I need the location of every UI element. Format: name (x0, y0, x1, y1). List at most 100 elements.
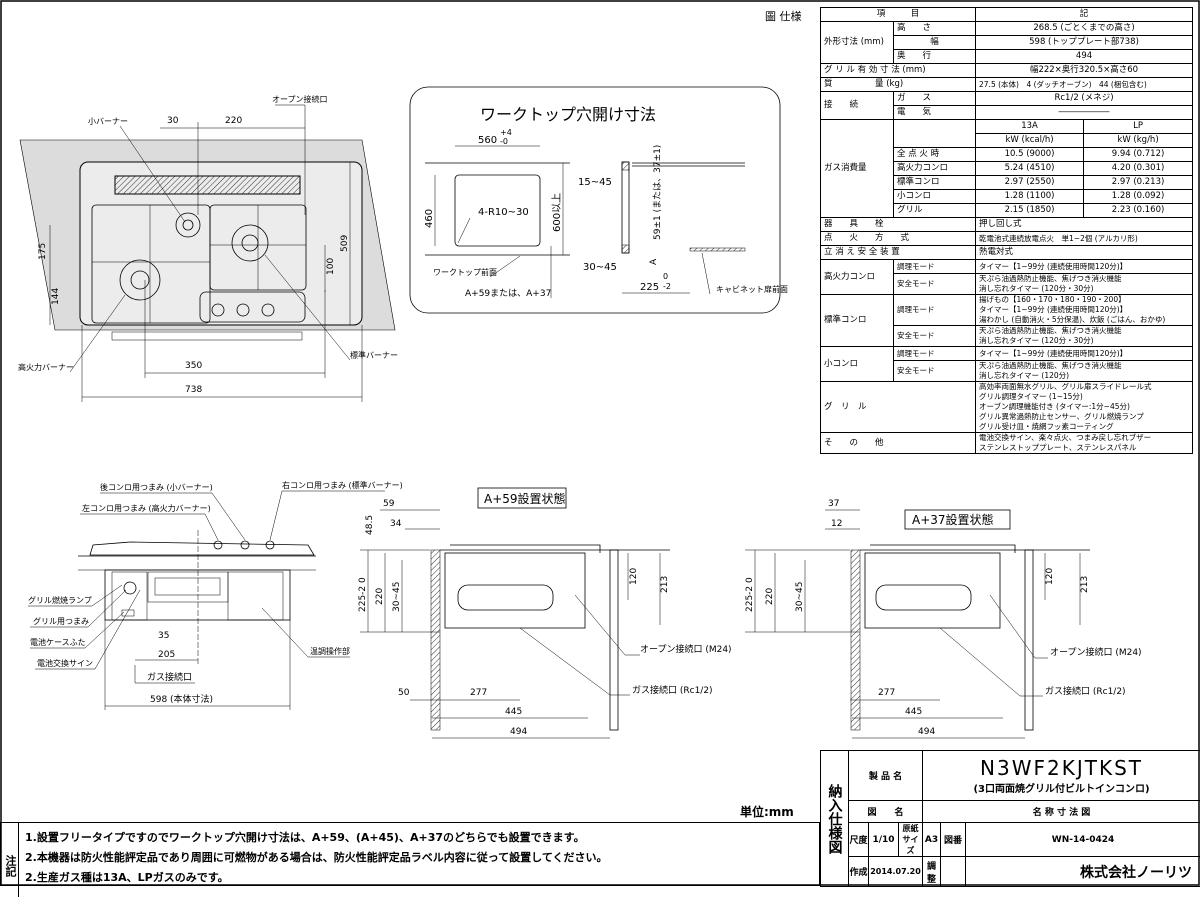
dim-509: 509 (340, 235, 350, 252)
title-block-side: 納入仕様図 (820, 750, 849, 887)
label-battery-cover: 電池ケースふた (30, 637, 86, 647)
dim-100: 100 (326, 258, 336, 275)
dim-12: 12 (831, 519, 842, 529)
dim-30-45: 30~45 (795, 582, 805, 612)
spec-value: 2.23 (0.160) (1083, 203, 1194, 218)
dim-220: 220 (375, 588, 385, 605)
drawing-name: 名 称 寸 法 図 (922, 800, 1200, 823)
tol-minus: -0 (500, 137, 508, 146)
spec-label: 調理モード (892, 346, 977, 361)
label-small-burner: 小バーナー (88, 117, 128, 126)
knob-icon (211, 303, 225, 317)
front-view: 後コンロ用つまみ (小バーナー) 右コンロ用つまみ (標準バーナー) 左コンロ用… (28, 480, 403, 710)
spec-gas-conn: Rc1/2 (メネジ) (975, 91, 1194, 106)
spec-mass: 27.5 (本体) 4 (ダッチオーブン) 44 (梱包含む) (975, 77, 1194, 92)
grill-knob-icon (123, 581, 137, 595)
spec-label: 高 さ (892, 21, 977, 36)
note-3: 2.生産ガス種は13A、LPガスのみです。 (25, 871, 229, 884)
note-1: 1.設置フリータイプですのでワークトップ穴開け寸法は、A+59、(A+45)、A… (25, 831, 585, 844)
dim-225: 225-2 0 (745, 577, 755, 612)
adjusted-label: 調整 (922, 856, 942, 887)
spec-label: グ リ ル 有 効 寸 法 (mm) (819, 63, 977, 78)
dim-445: 445 (505, 707, 522, 717)
dim-15-45: 15~45 (578, 177, 612, 188)
label-offset: A+59または、A+37 (465, 288, 551, 299)
dim-37: 37 (828, 499, 839, 509)
label-left-knob: 左コンロ用つまみ (高火力バーナー) (82, 503, 211, 513)
spec-label: 接 続 (820, 91, 894, 120)
dim-30-45: 30~45 (583, 262, 617, 273)
dim-225: 225 (640, 282, 659, 293)
label-right-knob: 右コンロ用つまみ (標準バーナー) (282, 480, 403, 490)
dim-59: 59 (383, 499, 395, 509)
dim-277: 277 (470, 688, 487, 698)
cabinet-wall (850, 549, 861, 731)
unit-body (864, 552, 1001, 629)
label-gas-port: ガス接続口 (147, 671, 192, 683)
spec-title: 圖 仕様 (765, 10, 802, 23)
spec-outer-label: 外形寸法 (mm) (820, 21, 894, 64)
label-gas-port: ガス接続口 (Rc1/2) (632, 684, 713, 696)
tol-plus: +4 (500, 128, 512, 137)
label-grill-knob: グリル用つまみ (33, 616, 89, 626)
spec-header-item: 項 目 (819, 7, 977, 22)
spec-label: 標準コンロ (820, 294, 894, 347)
spec-value: タイマー【1~99分 (連続使用時間120分)】 (975, 346, 1194, 361)
spec-label: 小コンロ (892, 189, 977, 204)
paper-size: A3 (922, 822, 942, 857)
spec-label: 小コンロ (820, 346, 894, 382)
dim-494: 494 (918, 727, 935, 737)
knob-panel (199, 291, 306, 323)
spec-elec-conn: ―――――― (975, 105, 1194, 120)
exhaust-vent (114, 175, 301, 195)
spec-value: オーブン調理機能付き (タイマー:1分~45分) (979, 402, 1130, 411)
dim-35: 35 (158, 631, 169, 641)
label-temp-control: 温調操作部 (310, 646, 350, 656)
spec-label: 立 消 え 安 全 装 置 (819, 245, 977, 260)
dim-205: 205 (158, 650, 175, 660)
dim-560: 560 (478, 135, 497, 146)
spec-value: 5.24 (4510) (975, 161, 1085, 176)
spec-value: タイマー【1~99分 (連続使用時間120分)】 (979, 305, 1128, 314)
spec-label: 安全モード (892, 360, 977, 382)
dim-350: 350 (185, 361, 202, 371)
dim-220: 220 (765, 588, 775, 605)
dim-445: 445 (905, 707, 922, 717)
spec-grill-dim: 幅222×奥行320.5×高さ60 (975, 63, 1194, 78)
spec-depth: 494 (975, 49, 1194, 64)
spec-value: 1.28 (1100) (975, 189, 1085, 204)
spec-label: 電 気 (892, 105, 977, 120)
scale-value: 1/10 (868, 822, 899, 857)
spec-safety: 熱電対式 (975, 245, 1194, 260)
side-view-a37: A+37設置状態 37 12 225-2 0 220 30~45 120 213… (745, 499, 1142, 739)
spec-value: 天ぷら油過熱防止機能、焦げつき消火機能 (979, 326, 1122, 336)
battery-cover (121, 609, 135, 617)
side-a59-title: A+59設置状態 (484, 491, 566, 506)
spec-height: 268.5 (ごとくまでの高さ) (975, 21, 1194, 36)
knob-icon (240, 540, 250, 550)
spec-value: 消し忘れタイマー (120分・30分) (979, 284, 1094, 293)
scale-label: 尺度 (848, 822, 869, 857)
label-oven-port: オープン接続口 (272, 94, 328, 104)
spec-label: 高火力コンロ (892, 161, 977, 176)
spec-value: 消し忘れタイマー (120分・30分) (979, 336, 1094, 345)
dim-220: 220 (225, 116, 242, 126)
spec-value: 2.97 (2550) (975, 175, 1085, 190)
dim-144: 144 (51, 288, 61, 305)
spec-label: 調理モード (892, 259, 977, 274)
spec-value: 電池交換サイン、楽々点火、つまみ戻し忘れブザー (979, 433, 1152, 443)
unit-label: 単位:mm (740, 805, 794, 819)
dim-59: 59±1 (または、37±1) (652, 145, 663, 240)
spec-label: 幅 (892, 35, 977, 50)
drawing-name-label: 図 名 (847, 800, 924, 823)
worktop-cutout-diagram: ワークトップ穴開け寸法 560 +4 -0 460 600以上 4-R10~30… (409, 86, 788, 314)
spec-label: 調理モード (892, 294, 977, 326)
title-block: 納入仕様図 製 品 名 N3WF2KJTKST(3口両面焼グリル付ビルトインコン… (820, 750, 1200, 887)
side-view-a59: A+59設置状態 59 34 48.5 225-2 0 220 30~45 12… (358, 487, 732, 739)
plan-view: 30 220 オープン接続口 小バーナー 175 144 100 509 350… (18, 94, 398, 402)
spec-value: 1.28 (0.092) (1083, 189, 1194, 204)
cutout-title: ワークトップ穴開け寸法 (480, 105, 656, 124)
dim-213: 213 (1080, 576, 1090, 593)
spec-value: グリル受け皿・焼網フッ素コーティング (979, 422, 1114, 431)
dim-radius: 4-R10~30 (478, 207, 529, 218)
